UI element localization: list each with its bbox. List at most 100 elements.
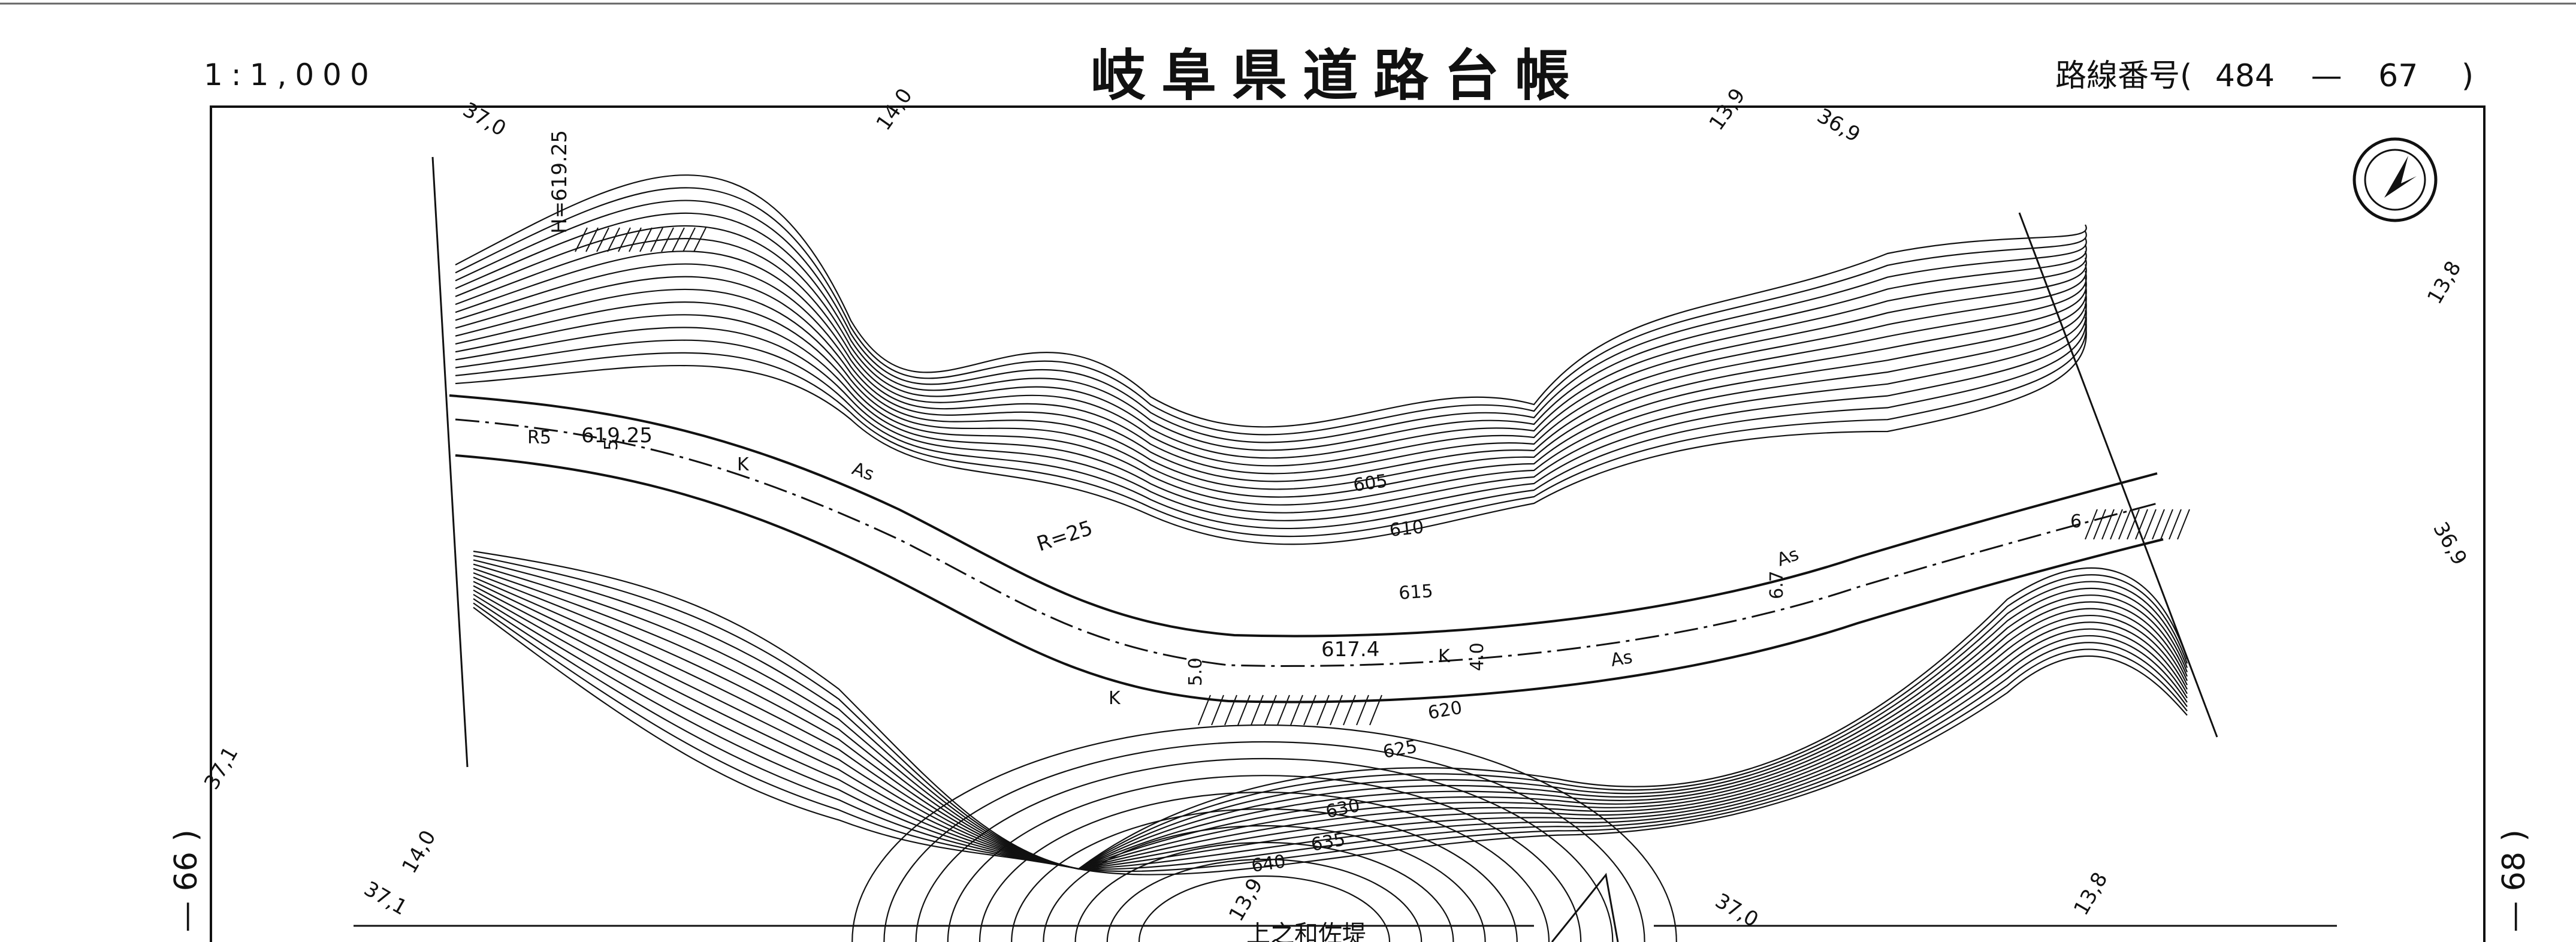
contour-line	[473, 576, 2188, 870]
slope-hatch	[1198, 695, 1211, 726]
slope-hatch	[575, 227, 588, 252]
left-boundary-line	[431, 156, 469, 768]
contour-line	[979, 791, 1550, 942]
slope-hatch	[1356, 695, 1369, 726]
edge-label: 37,0	[459, 98, 511, 141]
contour-line	[455, 283, 2087, 498]
contour-line	[473, 567, 2188, 870]
contour-line	[1106, 858, 1423, 942]
contour-line	[851, 724, 1677, 942]
contour-line	[455, 250, 2087, 475]
map-frame	[210, 105, 2486, 942]
contour-line	[455, 174, 2087, 428]
contour-line	[455, 238, 2087, 467]
contour-line	[455, 303, 2087, 521]
contour-line	[473, 550, 2188, 870]
contour-line	[473, 602, 2188, 872]
contour-line	[947, 774, 1582, 942]
road-label: 617.4	[1321, 638, 1379, 662]
contour-line	[455, 297, 2087, 514]
slope-hatch	[2135, 509, 2148, 540]
road-edge-lower	[455, 454, 2164, 704]
slope-hatch	[629, 227, 642, 252]
contour-label: 610	[1388, 517, 1425, 541]
slope-hatch	[1290, 695, 1303, 726]
slope-hatch	[607, 227, 620, 252]
slope-hatch	[2169, 509, 2182, 540]
contour-label: 620	[1426, 697, 1463, 723]
page-title: 岐阜県道路台帳	[1091, 44, 1586, 108]
slope-hatch	[1237, 695, 1251, 726]
slope-hatch	[618, 227, 631, 252]
road-label: As	[1609, 647, 1634, 671]
slope-hatch	[693, 227, 706, 252]
map-scale: 1:1,000	[204, 58, 378, 92]
contour-line	[473, 559, 2188, 870]
edge-label: 13,9	[1705, 84, 1750, 135]
route-number: 路線番号( 484 — 67 )	[2055, 50, 2474, 95]
route-number-dash: —	[2311, 58, 2342, 94]
contour-line	[455, 263, 2087, 482]
contour-line	[1043, 825, 1486, 942]
edge-label: 13,9	[1224, 874, 1267, 926]
slope-hatch	[1264, 695, 1277, 726]
slope-hatch	[2110, 509, 2123, 540]
slope-hatch	[1211, 695, 1224, 726]
road-label: As	[849, 458, 877, 485]
north-arrow-icon	[2352, 137, 2438, 222]
place-name-label: 上之和佐堤	[1246, 920, 1366, 942]
contour-line	[915, 757, 1614, 942]
contour-line	[883, 741, 1645, 942]
contour-line	[473, 581, 2188, 870]
slope-hatch	[661, 227, 674, 252]
edge-label: 14,0	[397, 826, 440, 878]
contour-line	[473, 589, 2188, 870]
contour-line	[473, 606, 2188, 875]
slope-hatch	[639, 227, 653, 252]
contour-line	[455, 323, 2087, 545]
slope-hatch	[2143, 509, 2157, 540]
contour-label: 625	[1381, 736, 1418, 762]
contour-line	[455, 276, 2087, 490]
slope-hatch	[2177, 509, 2190, 540]
edge-label: 37,1	[360, 877, 412, 920]
contour-line	[473, 598, 2188, 870]
slope-hatch	[585, 227, 599, 252]
route-number-label: 路線番号(	[2055, 58, 2193, 94]
slope-hatch	[650, 227, 663, 252]
road-label: 6	[2070, 511, 2082, 532]
road-centerline	[455, 418, 2158, 667]
road-label: R=25	[1034, 516, 1095, 557]
contour-line	[455, 225, 2087, 459]
slope-hatch	[1277, 695, 1290, 726]
contour-line	[473, 563, 2188, 870]
edge-label: 13,8	[2423, 257, 2466, 309]
slope-hatch	[1303, 695, 1316, 726]
road-label: 5.0	[1185, 657, 1206, 686]
slope-hatch	[1343, 695, 1356, 726]
road-label: R5	[527, 427, 551, 448]
slope-hatch	[2160, 509, 2173, 540]
slope-hatch	[1251, 695, 1264, 726]
edge-label: 14,0	[872, 84, 917, 135]
road-label: 619.25	[581, 424, 653, 448]
route-number-b: 67	[2378, 58, 2418, 94]
slope-hatch	[2101, 509, 2115, 540]
slope-hatch	[2127, 509, 2140, 540]
contour-line	[473, 572, 2188, 870]
edge-label: 36,9	[2428, 518, 2471, 570]
road-label: 4.0	[1467, 642, 1488, 671]
contour-line	[455, 187, 2087, 436]
road-label: 5	[601, 439, 622, 451]
road-label: As	[1774, 544, 1802, 570]
contour-label: 615	[1398, 581, 1434, 604]
road-label: K	[737, 454, 750, 475]
route-number-close: )	[2461, 58, 2474, 94]
slope-hatch	[2093, 509, 2106, 540]
road-label: H=619.25	[548, 130, 572, 234]
contour-line	[1011, 808, 1518, 942]
contour-line	[455, 310, 2087, 530]
slope-hatch	[2085, 509, 2098, 540]
edge-label: 13,8	[2069, 868, 2112, 920]
